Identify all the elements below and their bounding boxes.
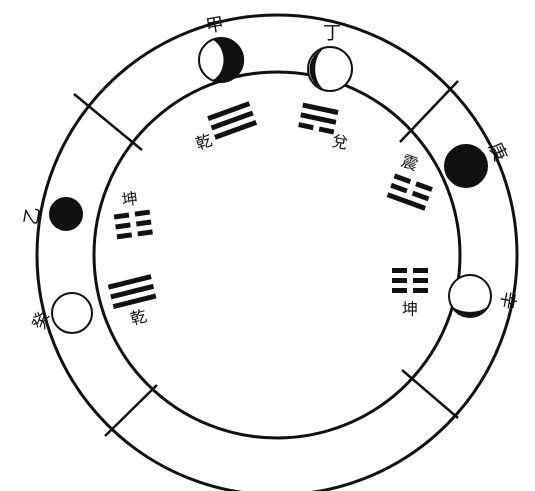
moon-left-upper: 乙 bbox=[21, 198, 82, 230]
trigram-right-lower: 坤 bbox=[392, 268, 428, 319]
moon-left-lower: 癸 bbox=[29, 293, 92, 333]
trigram-line bbox=[302, 103, 338, 115]
moon-disc bbox=[445, 145, 487, 187]
trigram-line bbox=[114, 213, 130, 220]
trigram-line bbox=[137, 229, 153, 236]
trigram-line bbox=[413, 268, 428, 273]
trigram-line bbox=[412, 191, 430, 202]
trigram-left-upper: 坤 bbox=[111, 187, 153, 239]
moon-disc bbox=[52, 293, 92, 333]
trigram-line bbox=[135, 210, 151, 217]
trigram-label: 坤 bbox=[402, 300, 418, 319]
trigram-line bbox=[415, 181, 433, 192]
divider-top-right bbox=[400, 81, 458, 142]
trigram-label: 乾 bbox=[193, 130, 215, 153]
moon-label: 辛 bbox=[496, 289, 520, 310]
trigram-line bbox=[392, 288, 407, 293]
trigram-line bbox=[300, 112, 336, 124]
moon-right-lower: 辛 bbox=[449, 275, 519, 317]
divider-top-left bbox=[74, 94, 142, 150]
trigram-left-lower: 乾 bbox=[108, 274, 162, 332]
outer-ring bbox=[37, 15, 517, 491]
trigram-upper-left: 乾 bbox=[188, 101, 259, 153]
moon-label: 乙 bbox=[21, 205, 45, 226]
divider-bottom-left bbox=[105, 385, 157, 436]
trigram-line bbox=[115, 222, 131, 229]
trigram-line bbox=[390, 183, 408, 194]
moon-right-upper: 庚 bbox=[445, 139, 511, 187]
trigram-line bbox=[392, 278, 407, 283]
moon-disc bbox=[50, 198, 82, 230]
divider-bottom-right bbox=[402, 370, 458, 418]
trigram-upper-middle: 兌 bbox=[295, 103, 354, 153]
trigram-label: 震 bbox=[399, 151, 421, 174]
trigram-line bbox=[319, 126, 335, 134]
ring-dividers bbox=[74, 81, 458, 436]
inner-ring bbox=[94, 72, 460, 438]
trigram-line bbox=[136, 219, 152, 226]
trigram-line bbox=[413, 278, 428, 283]
moon-top-left: 甲 bbox=[199, 14, 244, 82]
trigram-label: 兌 bbox=[330, 131, 350, 153]
trigram-line bbox=[394, 174, 412, 185]
trigram-line bbox=[392, 268, 407, 273]
moon-label: 丁 bbox=[323, 23, 341, 44]
trigram-line bbox=[298, 122, 314, 130]
trigram-line bbox=[117, 232, 133, 239]
trigram-label: 乾 bbox=[128, 306, 148, 328]
trigram-line bbox=[413, 288, 428, 293]
moon-label: 甲 bbox=[204, 14, 225, 38]
moon-top-right: 丁 bbox=[308, 23, 352, 91]
trigram-label: 坤 bbox=[121, 189, 140, 210]
